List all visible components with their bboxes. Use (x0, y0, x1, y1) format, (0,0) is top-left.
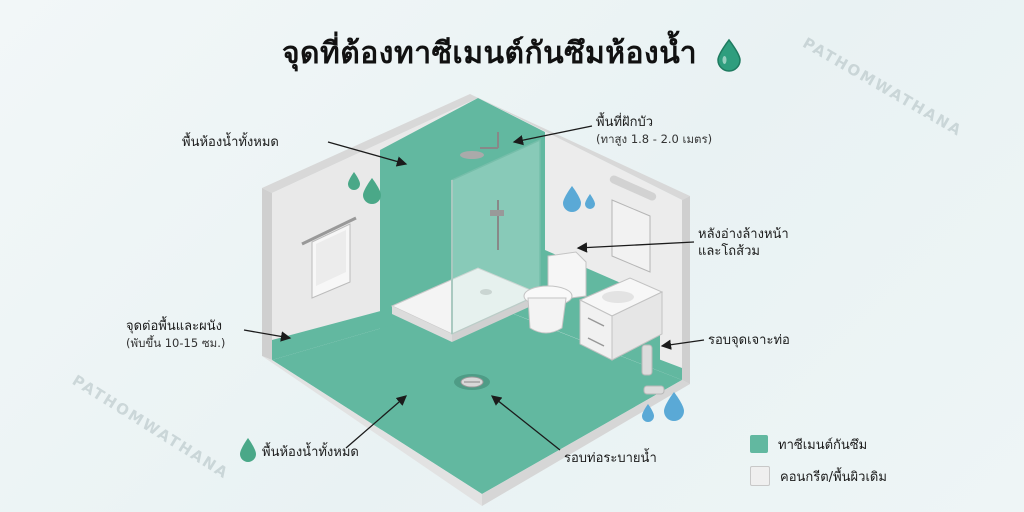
label-wall-all: พื้นห้องน้ำทั้งหมด (182, 135, 279, 150)
floor-drain (454, 374, 490, 390)
water-drops (240, 172, 684, 462)
mirror (609, 175, 657, 273)
water-drop-icon (717, 38, 741, 72)
label-floor-wall-joint: จุดต่อพื้นและผนัง (พับขึ้น 10-15 ซม.) (126, 319, 226, 350)
legend-swatch-waterproof (750, 435, 768, 453)
toilet (523, 251, 587, 334)
label-shower-area: พื้นที่ฝักบัว (ทาสูง 1.8 - 2.0 เมตร) (596, 115, 713, 146)
label-pipe-holes: รอบจุดเจาะท่อ (708, 333, 790, 348)
legend: ทาซีเมนต์กันซึม คอนกรีต/พื้นผิวเดิม (750, 428, 887, 492)
page-title: จุดที่ต้องทาซีเมนต์กันซึมห้องน้ำ (0, 30, 1024, 77)
towel-rack (301, 216, 357, 299)
title-text: จุดที่ต้องทาซีเมนต์กันซึมห้องน้ำ (281, 36, 698, 71)
legend-item-waterproof: ทาซีเมนต์กันซึม (750, 428, 887, 460)
pipes (641, 344, 665, 395)
legend-swatch-concrete (750, 466, 770, 486)
label-drain: รอบท่อระบายน้ำ (564, 451, 657, 466)
callout-arrows (243, 125, 705, 451)
legend-item-concrete: คอนกรีต/พื้นผิวเดิม (750, 460, 887, 492)
shower-enclosure (390, 132, 542, 342)
label-floor-all: พื้นห้องน้ำทั้งหมด (262, 445, 359, 460)
label-behind-sink: หลังอ่างล้างหน้า และโถส้วม (698, 227, 789, 259)
vanity (578, 277, 664, 361)
